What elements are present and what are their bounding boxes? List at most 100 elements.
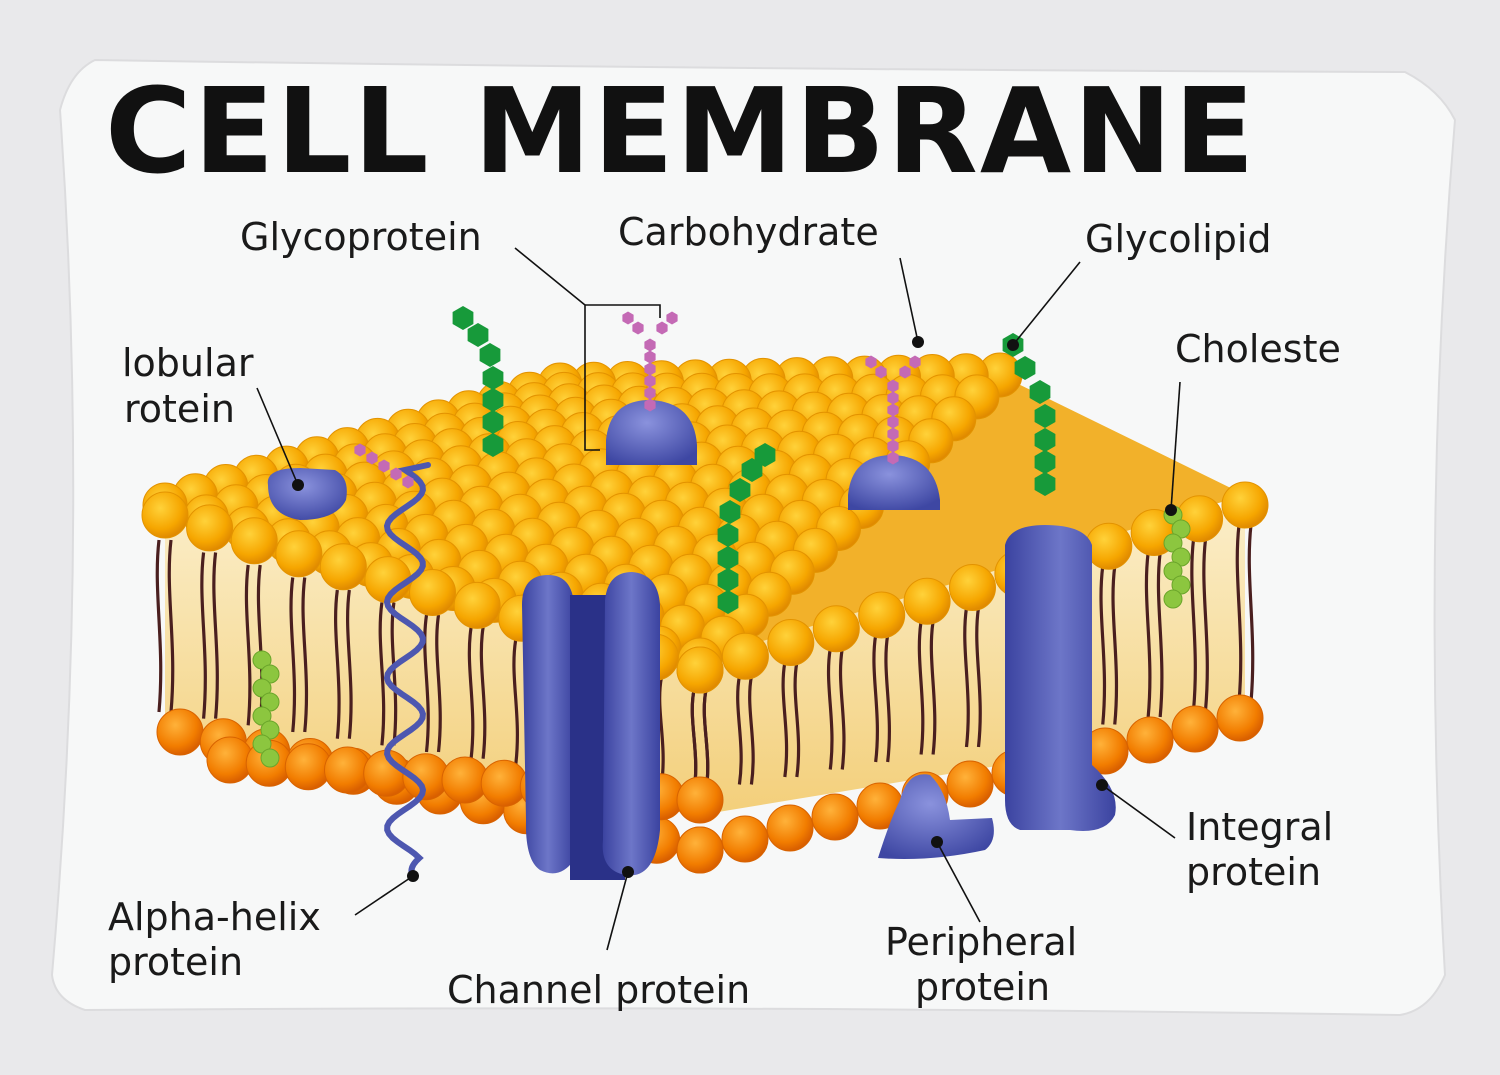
label-peripheral-line1: Peripheral [885,920,1077,964]
lipid-tail [872,634,879,763]
carbohydrate-unit [909,355,921,369]
lipid-head [721,632,769,680]
lipid-head [453,581,501,629]
lipid-tail [1235,524,1243,703]
lipid-head [230,517,278,565]
glycolipid-unit [719,500,741,524]
lipid-head [903,577,951,625]
lipid-head-inner [676,826,724,874]
lipid-head-inner [156,708,204,756]
lipid-head [319,543,367,591]
label-integral-line1: Integral [1186,805,1333,849]
lipid-head-inner [721,815,769,863]
glycolipid-unit [482,366,504,390]
lipid-tail [736,675,743,785]
lipid-tail [658,677,665,786]
lipid-head-inner [946,760,994,808]
carbohydrate-unit [644,386,656,400]
carbohydrate-unit [887,379,899,393]
lipid-head-inner [811,793,859,841]
lipid-tail [423,614,430,753]
glycolipid-unit [729,478,751,502]
page-title: CELL MEMBRANE [105,62,1257,200]
carbohydrate-unit [899,365,911,379]
title-group: CELL MEMBRANE [105,62,1257,200]
glycolipid-unit [754,443,776,467]
label-alpha-helix-line1: Alpha-helix [108,895,321,939]
carbohydrate-unit [887,391,899,405]
lipid-head-inner [766,804,814,852]
carbohydrate-unit [366,451,378,465]
carbohydrate-unit [887,451,899,465]
carbohydrate-unit [887,439,899,453]
lipid-tail [289,577,297,733]
glycolipid-unit [467,323,489,347]
glycolipid-unit [1034,428,1056,452]
glycolipid-unit [717,546,739,570]
carbohydrate-unit [390,467,402,481]
carbohydrate-unit [644,362,656,376]
labels: Glycoprotein Carbohydrate Glycolipid lob… [108,210,1341,1012]
glycolipid-unit [482,388,504,412]
lipid-tail [793,662,801,778]
carbohydrate-unit [875,365,887,379]
glycolipid-unit [452,306,474,330]
alpha-helix-protein [383,462,431,879]
lipid-tail [1190,538,1197,710]
lipid-head [1221,481,1269,529]
label-carbohydrate: Carbohydrate [618,210,879,254]
lipid-head-inner [1216,694,1264,742]
lipid-tail [826,648,834,770]
globular-protein [267,468,347,520]
lipid-tail [435,614,442,753]
cholesterol-molecules [252,505,1191,768]
carbohydrate-unit [402,475,414,489]
glycolipid-unit [717,568,739,592]
glycolipid-unit [717,590,739,614]
cholesterol-unit [260,748,280,768]
glycolipid-unit [482,410,504,434]
carbohydrate-unit [644,398,656,412]
lipid-tail [781,662,789,778]
carbohydrate-unit [666,311,678,325]
lipid-head [949,564,996,611]
carbohydrate-unit [378,459,390,473]
glycolipid-unit [482,433,504,457]
lipid-tail [200,552,207,719]
carbohydrate-chains [354,311,921,489]
carbohydrate-unit [656,321,668,335]
lipid-tail [963,607,970,748]
glycolipid-unit [479,343,501,367]
lipid-tail [917,621,925,755]
label-channel-protein: Channel protein [447,968,750,1012]
label-glycolipid: Glycolipid [1085,217,1272,261]
glycolipid-unit [1034,404,1056,428]
glycolipid-unit [1029,380,1051,404]
lipid-tail [467,627,475,759]
lipid-tail [244,564,252,726]
lipid-tail [884,634,891,763]
lipid-tail [838,648,846,770]
lipid-head [275,530,323,578]
carbohydrate-unit [887,403,899,417]
lipid-tail [378,602,386,746]
carbohydrate-unit [632,321,644,335]
lipid-tail [1099,566,1107,725]
glycolipid-chains [452,306,1056,614]
glycoprotein-domes [606,400,940,510]
carbohydrate-unit [865,355,877,369]
leader-lines [256,247,1181,951]
lipid-head-inner [1171,705,1219,753]
carbohydrate-unit [644,350,656,364]
glycolipid-unit [717,523,739,547]
carbohydrate-unit [644,338,656,352]
lipid-tail [975,607,982,748]
channel-protein [522,572,660,880]
lipid-head [858,591,906,639]
lipid-head [676,646,724,694]
glycolipid-unit [1034,450,1056,474]
carbohydrate-unit [887,427,899,441]
integral-protein [1005,525,1116,831]
lipid-tail [1144,552,1152,718]
lipid-head [767,619,815,666]
